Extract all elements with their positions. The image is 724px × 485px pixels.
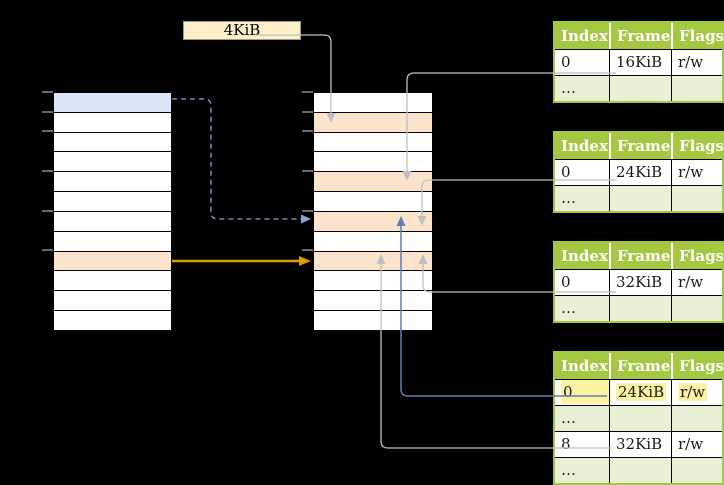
table-cell: r/w — [671, 160, 722, 185]
table-cell: 24KiB — [609, 380, 671, 405]
table-header-frame: Frame — [609, 353, 671, 379]
memory-cell — [54, 152, 171, 173]
table-header-flags: Flags — [671, 243, 724, 269]
memory-cell — [314, 93, 432, 113]
memory-cell — [314, 152, 432, 173]
memory-cell — [314, 291, 432, 312]
table-cell — [671, 76, 722, 101]
table-cell: 0 — [561, 163, 571, 181]
memory-cell — [314, 271, 432, 292]
table-header-flags: Flags — [671, 353, 724, 379]
table-header-index: Index — [561, 137, 608, 155]
table-cell: 0 — [555, 380, 611, 405]
table-cell — [609, 186, 671, 211]
table-cell: … — [561, 461, 576, 479]
memory-cell — [314, 231, 432, 252]
memory-cell-orange — [54, 251, 171, 272]
table-cell — [609, 458, 671, 483]
table-header-flags: Flags — [671, 23, 724, 49]
table-row: … — [555, 295, 722, 321]
table-header-flags: Flags — [671, 133, 724, 159]
table-cell — [609, 406, 671, 431]
table-header-frame: Frame — [609, 23, 671, 49]
memory-cell — [54, 271, 171, 292]
table-cell — [609, 76, 671, 101]
table-cell: 0 — [561, 53, 571, 71]
table-cell: … — [561, 409, 576, 427]
tick-marks-middle — [302, 91, 313, 251]
table-cell — [671, 406, 722, 431]
table-cell: … — [561, 79, 576, 97]
memory-cell-orange — [314, 172, 432, 193]
memory-cell-orange — [314, 251, 432, 272]
memory-cell — [314, 192, 432, 212]
virtual-memory-column — [53, 92, 172, 331]
table-cell: r/w — [671, 50, 722, 75]
table-cell — [671, 458, 722, 483]
table-cell: 8 — [561, 435, 571, 453]
table-cell: … — [561, 189, 576, 207]
table-cell — [671, 296, 722, 321]
memory-cell-blue — [54, 93, 171, 113]
table-cell: … — [561, 299, 576, 317]
memory-cell-orange — [314, 211, 432, 232]
table-header-index: Index — [561, 357, 608, 375]
page-size-label: 4KiB — [183, 21, 301, 40]
table-row: … — [555, 75, 722, 101]
table-cell: 0 — [561, 273, 571, 291]
memory-cell — [54, 112, 171, 133]
table-header-frame: Frame — [609, 243, 671, 269]
table-cell: r/w — [671, 270, 722, 295]
table-cell: r/w — [671, 432, 722, 457]
table-cell: r/w — [671, 380, 722, 405]
table-header-index: Index — [561, 247, 608, 265]
physical-memory-column — [313, 92, 433, 331]
table-cell — [609, 296, 671, 321]
memory-cell — [314, 132, 432, 153]
table-cell: 16KiB — [609, 50, 671, 75]
memory-cell — [54, 311, 171, 330]
memory-cell-orange — [314, 112, 432, 133]
table-row: … — [555, 185, 722, 211]
table-header-index: Index — [561, 27, 608, 45]
memory-cell — [54, 231, 171, 252]
arrow-dashed-virtual-to-frame — [172, 98, 311, 224]
memory-cell — [314, 311, 432, 330]
memory-cell — [54, 291, 171, 312]
memory-cell — [54, 211, 171, 232]
tick-marks-left — [42, 91, 53, 251]
memory-cell — [54, 192, 171, 212]
memory-cell — [54, 172, 171, 193]
table-row: … — [555, 405, 722, 431]
table-cell — [671, 186, 722, 211]
table-cell: 24KiB — [609, 160, 671, 185]
table-cell: 32KiB — [609, 270, 671, 295]
table-header-frame: Frame — [609, 133, 671, 159]
memory-cell — [54, 132, 171, 153]
table-row: … — [555, 457, 722, 483]
table-cell: 32KiB — [609, 432, 671, 457]
